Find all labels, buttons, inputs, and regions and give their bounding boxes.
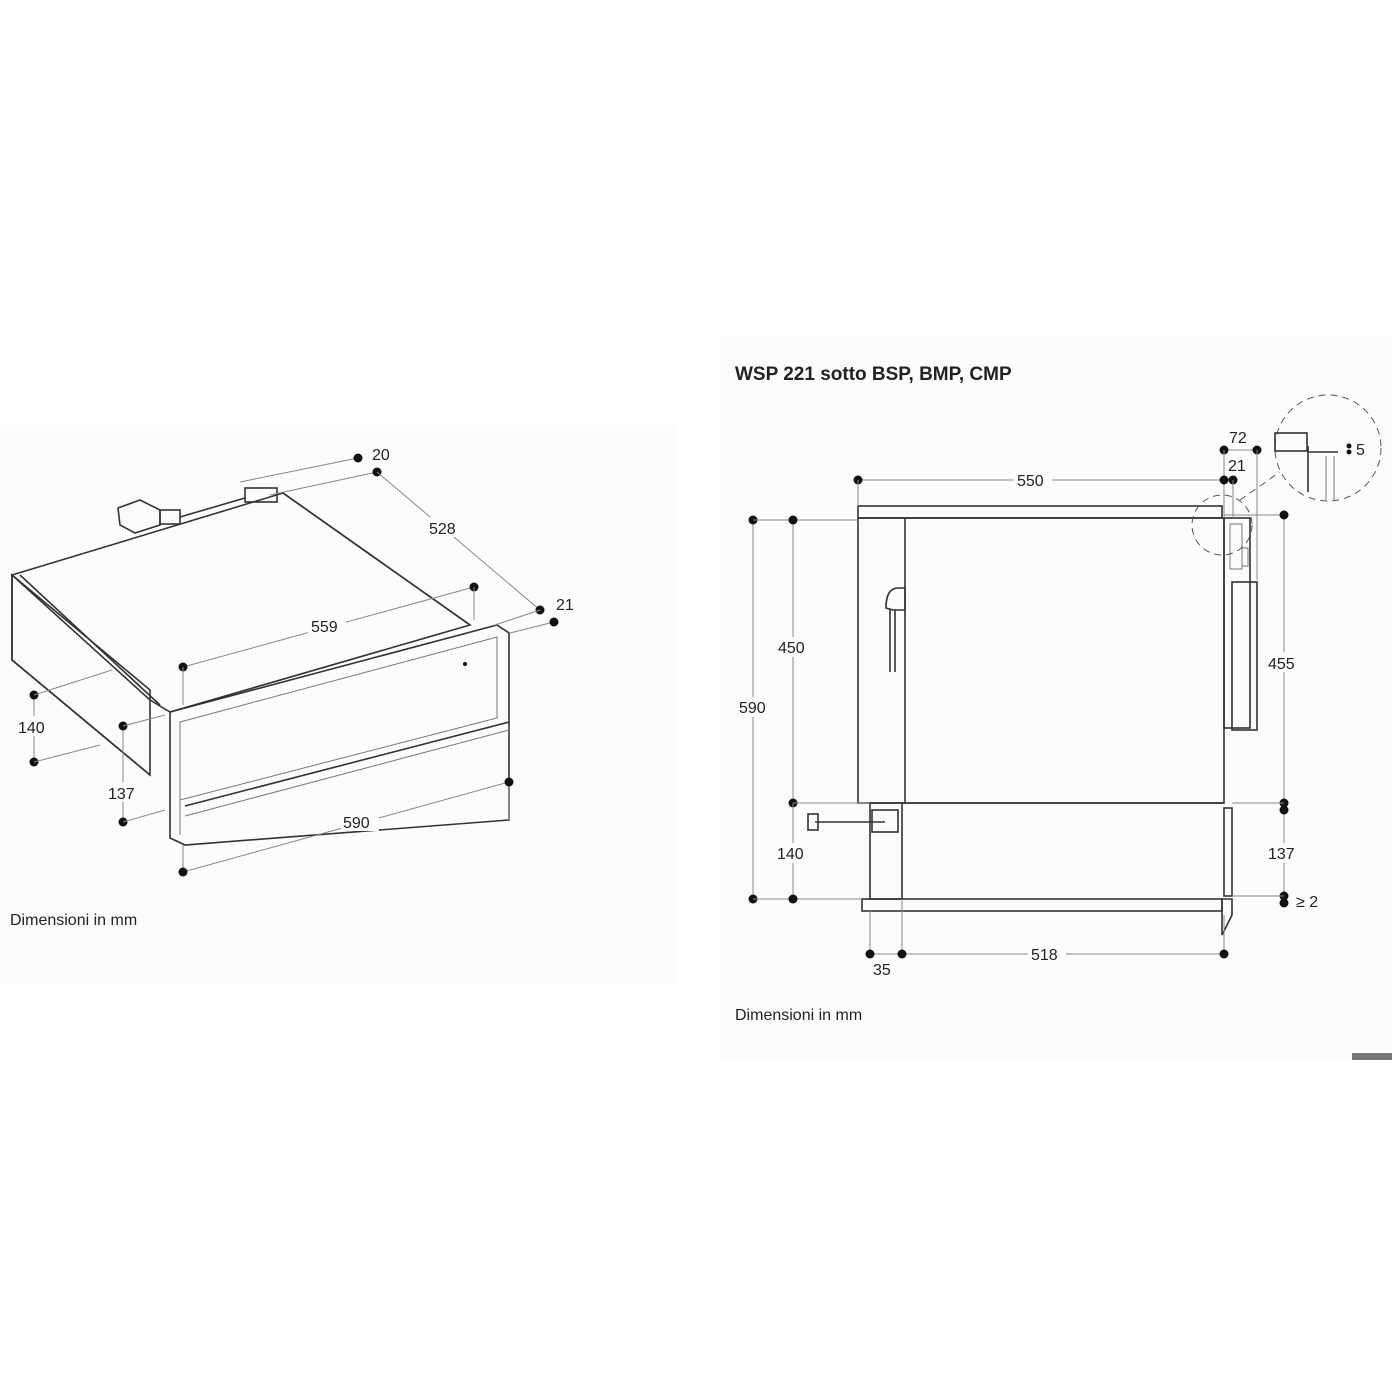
- dim-21: 21: [556, 597, 574, 614]
- dim-518: 518: [1031, 947, 1058, 964]
- units-note: Dimensioni in mm: [10, 912, 137, 929]
- right-panel: [720, 335, 1392, 1060]
- section-drawing: [807, 394, 1382, 936]
- dim-21: 21: [1228, 458, 1246, 475]
- dim-72: 72: [1229, 430, 1247, 447]
- dim-min-2: ≥ 2: [1296, 894, 1318, 911]
- dim-137: 137: [108, 786, 135, 803]
- left-panel: [0, 425, 676, 985]
- dim-455: 455: [1268, 656, 1295, 673]
- left-dimension-labels: 20 528 21 559 140 137 590 Dimensioni in …: [10, 444, 574, 929]
- dim-5: 5: [1356, 442, 1365, 459]
- dim-528: 528: [429, 521, 456, 538]
- dim-140: 140: [18, 720, 45, 737]
- dim-590: 590: [343, 815, 370, 832]
- units-note-right: Dimensioni in mm: [735, 1007, 862, 1024]
- dim-35: 35: [873, 962, 891, 979]
- dim-450: 450: [778, 640, 805, 657]
- scroll-marker: [1352, 1053, 1392, 1060]
- dim-20: 20: [372, 447, 390, 464]
- dim-137: 137: [1268, 846, 1295, 863]
- dim-140: 140: [777, 846, 804, 863]
- dim-590: 590: [739, 700, 766, 717]
- section-title: WSP 221 sotto BSP, BMP, CMP: [735, 364, 1012, 385]
- dim-550: 550: [1017, 473, 1044, 490]
- right-dimension-labels: 72 21 5 550 450 590 455 140 137 ≥ 2 35 5…: [735, 430, 1365, 1024]
- power-cable: [117, 487, 278, 534]
- dim-559: 559: [311, 619, 338, 636]
